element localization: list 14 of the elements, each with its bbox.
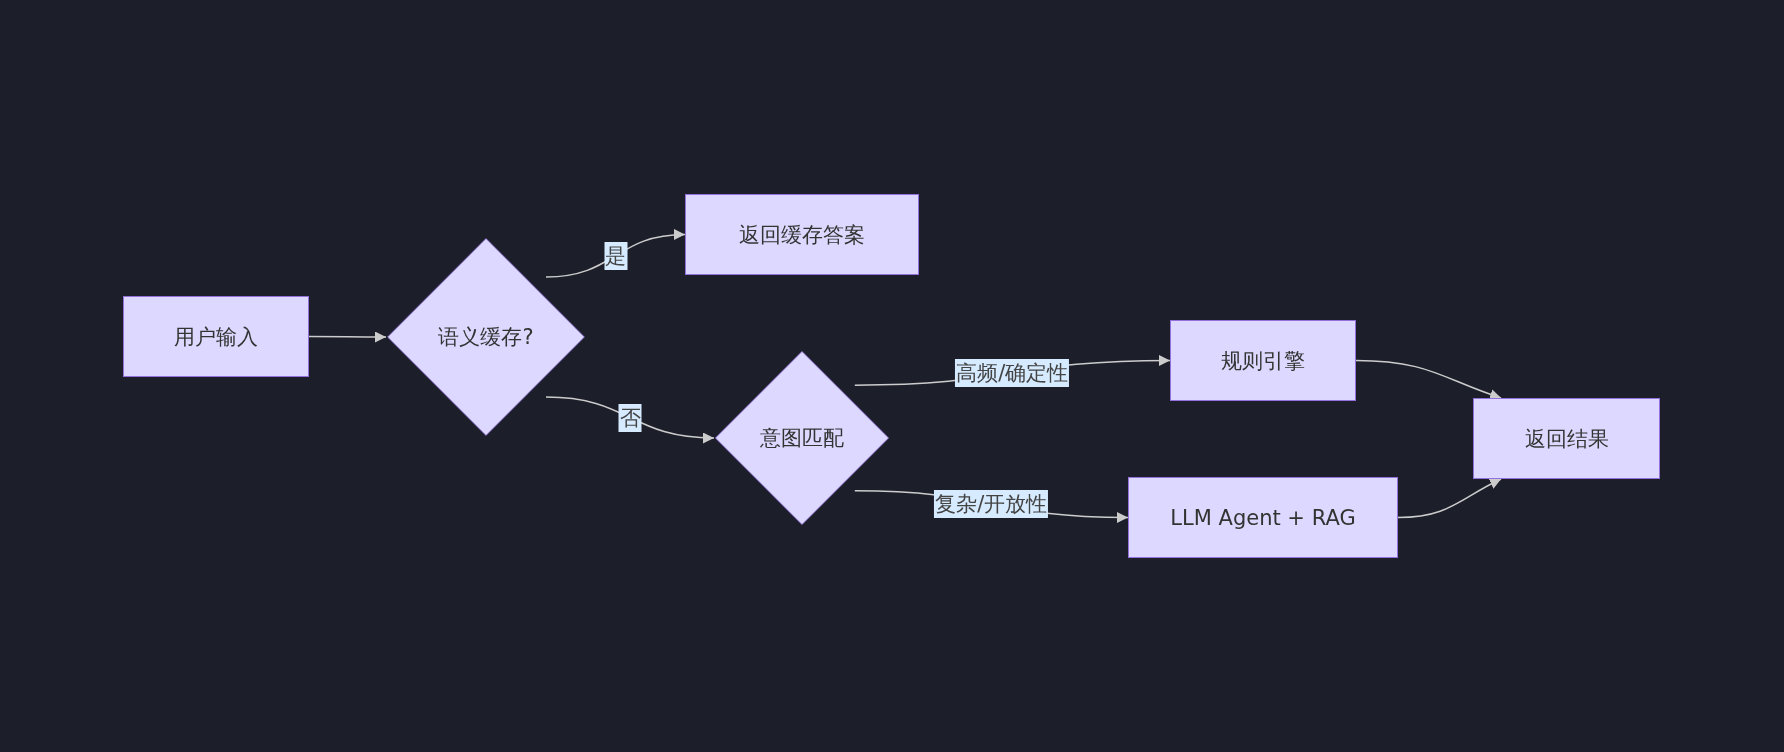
process-box: 用户输入 — [123, 296, 309, 377]
process-box: LLM Agent + RAG — [1128, 477, 1398, 558]
arrow — [1397, 478, 1502, 519]
arrow — [1355, 359, 1502, 400]
edge-label: 高频/确定性 — [955, 358, 1070, 387]
decision-diamond: 语义缓存? — [386, 237, 586, 437]
edge-label: 复杂/开放性 — [934, 490, 1049, 519]
process-box: 返回缓存答案 — [685, 194, 919, 275]
arrow — [308, 331, 387, 343]
decision-diamond: 意图匹配 — [714, 350, 890, 526]
edge-label: 是 — [604, 241, 627, 270]
edge-label: 否 — [618, 403, 642, 432]
process-box: 规则引擎 — [1170, 320, 1356, 401]
process-box: 返回结果 — [1473, 398, 1660, 479]
